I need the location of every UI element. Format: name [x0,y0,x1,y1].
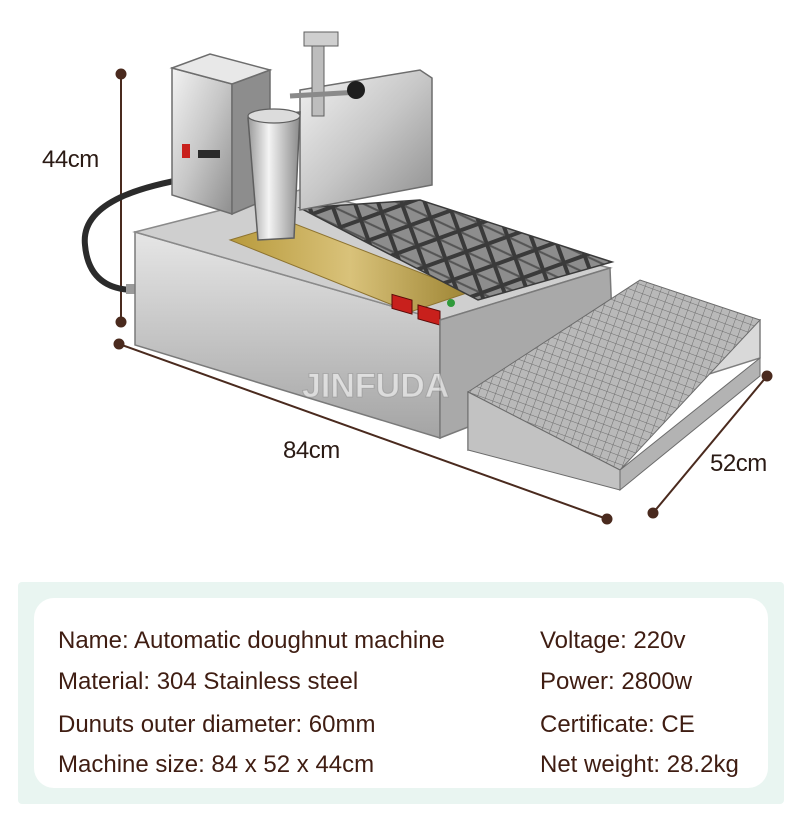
adjust-knob[interactable] [347,81,365,99]
length-dimension-line [113,338,613,525]
back-hood [299,69,433,211]
fryer-tank [297,199,615,301]
spec-card: Name: Automatic doughnut machine Materia… [34,598,768,788]
spec-material: Material: 304 Stainless steel [58,668,359,695]
control-box-top [169,53,273,85]
control-box-front [171,67,233,216]
height-label: 44cm [42,146,99,173]
length-label: 84cm [283,437,340,464]
power-switch[interactable] [391,293,413,315]
width-dimension-line [647,370,773,519]
watermark-text: JINFUDA [302,367,449,405]
drain-basket-edge [619,356,761,492]
spec-net-weight: Net weight: 28.2kg [540,751,739,778]
indicator-light [447,299,455,307]
spec-voltage: Voltage: 220v [540,627,686,654]
cord-plug [126,284,142,294]
product-figure: JINFUDA 44cm 84cm 52cm [42,31,773,525]
spec-name: Name: Automatic doughnut machine [58,627,445,654]
heat-switch[interactable] [417,304,441,326]
control-box-switch[interactable] [182,144,190,158]
doughnut-machine-illustration: JINFUDA [81,31,773,525]
power-cord [81,175,191,293]
spec-machine-size: Machine size: 84 x 52 x 44cm [58,751,375,778]
width-label: 52cm [710,450,767,477]
temperature-display [198,150,220,158]
spec-certificate: Certificate: CE [540,711,695,738]
plunger-rod [311,35,325,117]
spec-panel: Name: Automatic doughnut machine Materia… [18,582,784,804]
batter-hopper [247,111,301,241]
spec-diameter: Dunuts outer diameter: 60mm [58,711,376,738]
spec-power: Power: 2800w [540,668,693,695]
